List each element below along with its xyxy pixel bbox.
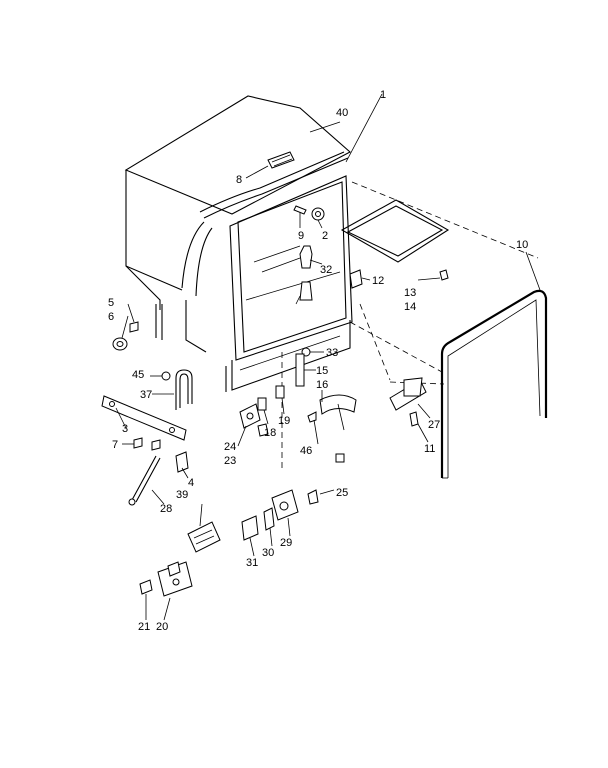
callout-20: 20 — [156, 621, 168, 633]
callout-24: 24 — [224, 441, 236, 453]
callout-23: 23 — [224, 455, 236, 467]
callout-6: 6 — [108, 311, 114, 323]
nozzle-part-32 — [295, 245, 313, 305]
bracket-part-27 — [389, 377, 427, 427]
bracket-part-4 — [175, 451, 189, 473]
rack-frame-part-13 — [340, 199, 450, 263]
callout-25: 25 — [336, 487, 348, 499]
callout-29: 29 — [280, 537, 292, 549]
tub-housing — [124, 95, 353, 392]
callout-39: 39 — [176, 489, 188, 501]
nut-part-2 — [311, 207, 325, 221]
callout-27: 27 — [428, 419, 440, 431]
callout-28: 28 — [160, 503, 172, 515]
clamp-part-16 — [319, 394, 357, 431]
callout-12: 12 — [372, 275, 384, 287]
bracket-part-20 — [157, 561, 193, 597]
callout-3: 3 — [122, 423, 128, 435]
rail-part-10 — [440, 289, 548, 479]
callout-5: 5 — [108, 297, 114, 309]
callout-40: 40 — [336, 107, 348, 119]
construction-lines — [281, 181, 539, 470]
spring-part-30 — [263, 507, 275, 531]
clip-part-12 — [349, 269, 363, 289]
screw-part-5 — [129, 321, 139, 333]
callout-37: 37 — [140, 389, 152, 401]
screw-part-21 — [139, 579, 153, 595]
callout-21: 21 — [138, 621, 150, 633]
callout-46: 46 — [300, 445, 312, 457]
fastener-part-18 — [257, 397, 267, 411]
latch-part-29 — [271, 489, 299, 521]
callout-9: 9 — [298, 230, 304, 242]
fastener-part-14 — [439, 269, 449, 281]
leader-lines — [115, 93, 541, 621]
nut-part-45 — [161, 371, 171, 381]
callout-33: 33 — [326, 347, 338, 359]
callout-10: 10 — [516, 239, 528, 251]
callout-8: 8 — [236, 174, 242, 186]
rod-part-28 — [128, 455, 161, 506]
plate-part-31 — [241, 515, 259, 541]
screw-part-46 — [307, 411, 317, 423]
fastener-part-19 — [275, 385, 285, 399]
hook-part-37 — [175, 369, 193, 410]
callout-7: 7 — [112, 439, 118, 451]
vent-part-8 — [267, 151, 295, 169]
callout-16: 16 — [316, 379, 328, 391]
callout-2: 2 — [322, 230, 328, 242]
callout-labels: 40 1 8 9 2 32 12 13 14 10 33 15 16 19 18… — [108, 89, 528, 633]
callout-18: 18 — [264, 427, 276, 439]
callout-32: 32 — [320, 264, 332, 276]
callout-19: 19 — [278, 415, 290, 427]
callout-1: 1 — [380, 89, 386, 101]
callout-14: 14 — [404, 301, 416, 313]
callout-31: 31 — [246, 557, 258, 569]
screw-part-25 — [307, 453, 345, 505]
switch-part-24 — [239, 403, 261, 429]
block-part-39 — [187, 521, 221, 553]
screw-part-23 — [257, 423, 269, 437]
screw-part-7 — [133, 437, 161, 451]
screw-part-9 — [293, 205, 307, 215]
callout-45: 45 — [132, 369, 144, 381]
callout-15: 15 — [316, 365, 328, 377]
callout-4: 4 — [188, 477, 194, 489]
foot-part-6 — [112, 337, 128, 351]
callout-30: 30 — [262, 547, 274, 559]
hinge-bar-part-3 — [101, 395, 187, 441]
post-part-15 — [295, 353, 305, 387]
callout-13: 13 — [404, 287, 416, 299]
callout-11: 11 — [424, 443, 435, 455]
